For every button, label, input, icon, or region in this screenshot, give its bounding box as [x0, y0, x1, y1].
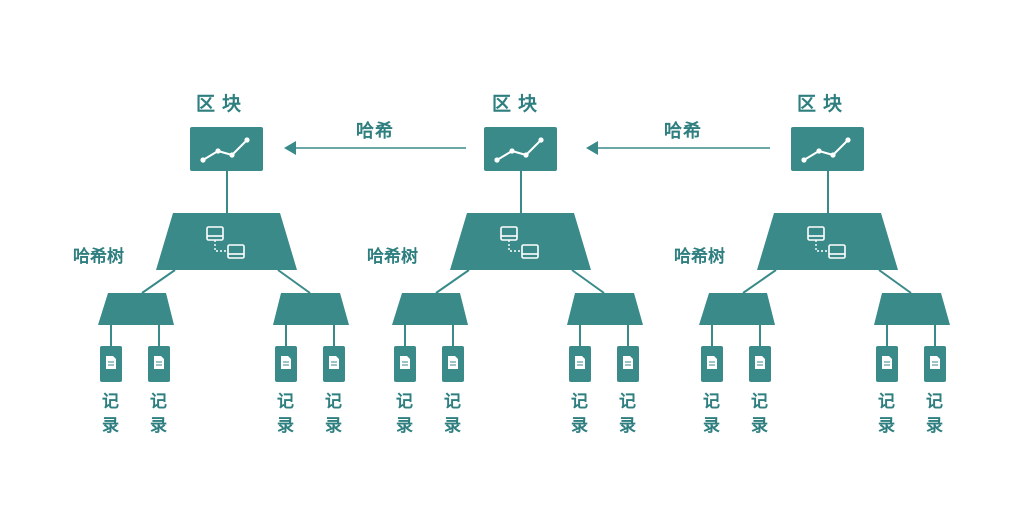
- document-icon: [154, 356, 164, 369]
- document-icon: [755, 356, 765, 369]
- line-graph-icon: [801, 137, 851, 163]
- record-label: 录: [102, 416, 119, 436]
- document-icon: [281, 356, 291, 369]
- block-1: 区块 哈希树: [73, 93, 349, 436]
- record-leaf: [275, 346, 297, 382]
- record-leaf: [100, 346, 122, 382]
- line-graph-icon: [494, 137, 544, 163]
- record-label: 记: [926, 392, 943, 412]
- record-leaf: [148, 346, 170, 382]
- document-icon: [400, 356, 410, 369]
- record-label: 记: [277, 392, 294, 412]
- record-label: 记: [703, 392, 720, 412]
- tree-child-node-right: [567, 293, 643, 325]
- arrow-head-icon: [284, 141, 296, 155]
- block-3: 区块 哈希树: [674, 93, 950, 436]
- record-label: 录: [396, 416, 413, 436]
- record-label: 记: [102, 392, 119, 412]
- linked-documents-icon: [500, 226, 539, 259]
- tree-child-node-left: [699, 293, 775, 325]
- record-label: 记: [444, 392, 461, 412]
- record-leaf: [569, 346, 591, 382]
- record-leaf: [617, 346, 639, 382]
- tree-branch-left: [742, 269, 777, 294]
- tree-branch-right: [878, 269, 912, 294]
- tree-branch-right: [277, 269, 311, 294]
- hash-link-2: 哈希: [586, 120, 770, 155]
- tree-root-node: [450, 213, 591, 270]
- record-leaf: [701, 346, 723, 382]
- arrow-head-icon: [586, 141, 598, 155]
- document-icon: [448, 356, 458, 369]
- hash-tree-label: 哈希树: [367, 246, 418, 267]
- hash-tree-label: 哈希树: [674, 246, 725, 267]
- hash-tree-label: 哈希树: [73, 246, 124, 267]
- tree-branch-left: [141, 269, 176, 294]
- document-icon: [707, 356, 717, 369]
- block-label: 区块: [797, 93, 849, 115]
- hash-label: 哈希: [664, 120, 702, 142]
- record-leaf: [924, 346, 946, 382]
- block-box: [190, 127, 263, 171]
- record-label: 记: [396, 392, 413, 412]
- tree-child-node-left: [392, 293, 468, 325]
- document-icon: [623, 356, 633, 369]
- block-label: 区块: [492, 93, 544, 115]
- document-icon: [882, 356, 892, 369]
- record-label: 记: [878, 392, 895, 412]
- record-leaf: [876, 346, 898, 382]
- tree-branch-right: [571, 269, 605, 294]
- record-label: 录: [878, 416, 895, 436]
- record-label: 记: [325, 392, 342, 412]
- block-2: 区块 哈希树: [367, 93, 643, 436]
- tree-root-node: [757, 213, 898, 270]
- block-label: 区块: [196, 93, 248, 115]
- line-graph-icon: [200, 137, 250, 163]
- record-leaf: [323, 346, 345, 382]
- record-label: 录: [703, 416, 720, 436]
- record-leaf: [394, 346, 416, 382]
- tree-child-node-right: [273, 293, 349, 325]
- record-label: 录: [619, 416, 636, 436]
- block-box: [791, 127, 864, 171]
- record-label: 录: [150, 416, 167, 436]
- record-label: 录: [325, 416, 342, 436]
- tree-child-node-right: [874, 293, 950, 325]
- document-icon: [575, 356, 585, 369]
- record-label: 录: [444, 416, 461, 436]
- document-icon: [930, 356, 940, 369]
- record-label: 录: [277, 416, 294, 436]
- record-label: 录: [751, 416, 768, 436]
- hash-link-1: 哈希: [284, 120, 466, 155]
- record-label: 录: [571, 416, 588, 436]
- record-label: 记: [619, 392, 636, 412]
- document-icon: [106, 356, 116, 369]
- record-label: 记: [150, 392, 167, 412]
- tree-branch-left: [435, 269, 470, 294]
- record-label: 记: [571, 392, 588, 412]
- record-leaf: [442, 346, 464, 382]
- document-icon: [329, 356, 339, 369]
- tree-child-node-left: [98, 293, 174, 325]
- record-label: 录: [926, 416, 943, 436]
- linked-documents-icon: [807, 226, 846, 259]
- linked-documents-icon: [206, 226, 245, 259]
- tree-root-node: [156, 213, 297, 270]
- record-leaf: [749, 346, 771, 382]
- record-label: 记: [751, 392, 768, 412]
- block-box: [484, 127, 557, 171]
- hash-label: 哈希: [356, 120, 394, 142]
